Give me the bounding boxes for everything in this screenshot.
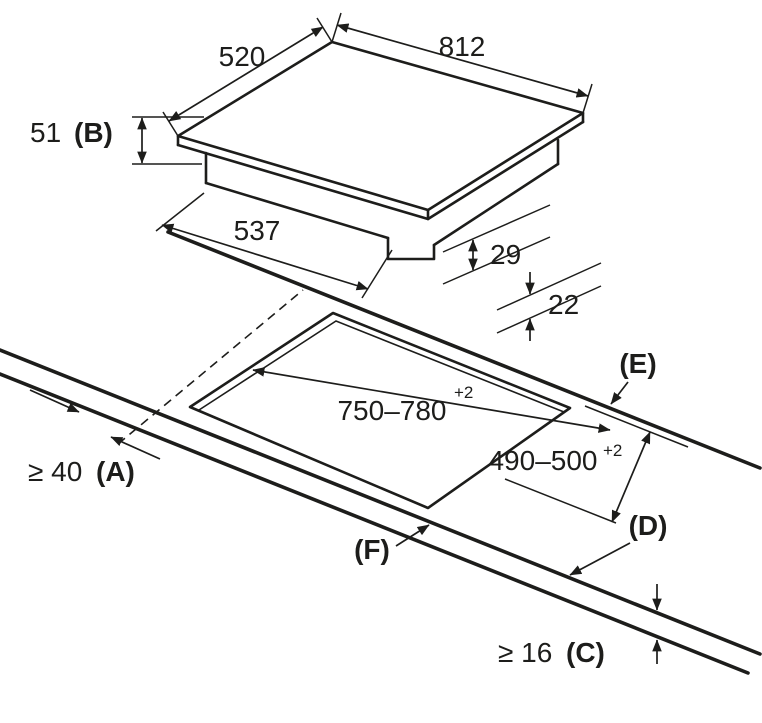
ext-22-bottom: [496, 285, 602, 334]
leader-arrow-f: [395, 524, 430, 547]
ext-22-top: [496, 262, 602, 311]
worktop-front-top-edge: [0, 348, 762, 656]
label-ref-c: (C): [566, 637, 605, 668]
ext-520-right: [316, 17, 333, 43]
ext-cutout-depth-rear: [584, 405, 689, 448]
label-cutout-depth-tolerance: +2: [603, 441, 622, 460]
ext-812-right: [582, 83, 593, 114]
label-812: 812: [439, 31, 486, 62]
worktop-front-bottom-edge: [0, 372, 750, 675]
label-ref-a: (A): [96, 456, 135, 487]
label-ref-d: (D): [629, 510, 668, 541]
alignment-dashed-line: [117, 289, 304, 445]
dim-line-520: [168, 26, 324, 122]
dim-line-537: [161, 223, 369, 291]
dim-line-cutout-depth: [611, 431, 651, 523]
label-51: 51: [30, 117, 61, 148]
dim-arrow-a-upper: [29, 389, 80, 413]
ext-812-left: [331, 12, 342, 43]
leader-arrow-d: [569, 542, 631, 576]
junction-box: [386, 236, 436, 261]
label-22: 22: [548, 289, 579, 320]
label-clearance-a: ≥ 40: [28, 456, 82, 487]
label-ref-b: (B): [74, 117, 113, 148]
dim-line-812: [336, 23, 589, 98]
label-520: 520: [219, 41, 266, 72]
label-29: 29: [490, 239, 521, 270]
ext-520-left: [162, 111, 179, 137]
label-thickness-c: ≥ 16: [498, 637, 552, 668]
ext-537-right: [361, 249, 393, 299]
label-ref-f: (F): [354, 534, 390, 565]
glass-bottom-edge: [176, 120, 585, 221]
label-cutout-width: 750–780: [337, 395, 446, 426]
ext-29-bottom: [442, 236, 551, 285]
label-cutout-width-tolerance: +2: [454, 383, 473, 402]
base-bottom-right-edge: [432, 162, 560, 247]
label-cutout-depth: 490–500: [488, 445, 597, 476]
label-537: 537: [234, 215, 281, 246]
ext-cutout-depth-front: [504, 478, 617, 524]
ext-29-top: [442, 204, 551, 253]
dim-arrow-a-lower: [110, 436, 161, 460]
label-ref-e: (E): [619, 348, 656, 379]
leader-arrow-e: [610, 381, 629, 405]
dim-line-cutout-width: [252, 367, 611, 433]
